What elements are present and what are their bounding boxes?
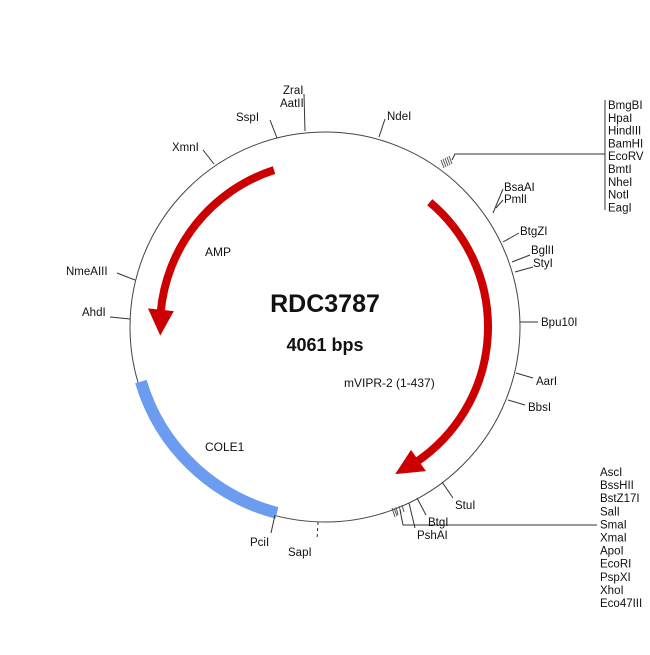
site-pmli: PmlI	[504, 194, 527, 206]
mcs-bottom-site: Eco47III	[600, 598, 642, 610]
site-btgzi: BtgZI	[520, 226, 547, 238]
site-sspi: SspI	[236, 112, 259, 124]
site-pshai: PshAI	[417, 530, 448, 542]
mcs-top-site: HindIII	[608, 126, 641, 138]
amp-arrow-body	[156, 166, 276, 313]
mcs-bottom-site: EcoRI	[600, 559, 631, 571]
mcs-top-site: NheI	[608, 177, 632, 189]
mcs-bottom-site: SmaI	[600, 519, 627, 531]
mcs-bottom-site: ApoI	[600, 546, 624, 558]
cole1-label: COLE1	[205, 440, 245, 454]
mcs-bottom-site: XmaI	[600, 533, 627, 545]
mcs-top-site: EcoRV	[608, 151, 644, 163]
mvipr-label: mVIPR-2 (1-437)	[344, 376, 435, 390]
site-sapi: SapI	[288, 547, 312, 559]
site-btgi: BtgI	[428, 517, 448, 529]
site-stui: StuI	[455, 500, 475, 512]
mcs-top-site: BamHI	[608, 138, 643, 150]
site-bglii: BglII	[531, 245, 554, 257]
mcs-top-site: HpaI	[608, 113, 632, 125]
site-ticks	[109, 93, 606, 541]
site-styi: StyI	[533, 258, 553, 270]
site-bbsi: BbsI	[528, 402, 551, 414]
site-pcii: PciI	[250, 537, 269, 549]
mcs-top-site: EagI	[608, 202, 632, 214]
site-aari: AarI	[536, 376, 557, 388]
mcs-top-site: BmgBI	[608, 100, 643, 112]
mcs-top-site: NotI	[608, 190, 629, 202]
amp-arrow-head	[147, 308, 174, 336]
site-bsaai: BsaAI	[504, 182, 535, 194]
plasmid-size: 4061 bps	[286, 335, 363, 355]
mcs-top-site: BmtI	[608, 164, 632, 176]
mcs-bottom-site: BstZ17I	[600, 493, 640, 505]
mcs-bottom-site: SalI	[600, 506, 620, 518]
site-ndei: NdeI	[387, 111, 411, 123]
site-zrai: ZraI	[283, 85, 303, 97]
plasmid-backbone	[129, 131, 521, 523]
mvipr-arrow-body	[413, 199, 492, 466]
amp-label: AMP	[205, 245, 231, 259]
site-xmni: XmnI	[172, 142, 199, 154]
cole1-feature	[135, 379, 279, 519]
mcs-bottom-site: PspXI	[600, 572, 631, 584]
mcs-top-list: BmgBIHpaIHindIIIBamHIEcoRVBmtINheINotIEa…	[608, 100, 644, 214]
plasmid-name: RDC3787	[270, 290, 380, 318]
mcs-bottom-site: XhoI	[600, 585, 624, 597]
site-nmeaiii: NmeAIII	[66, 266, 108, 278]
site-bpu10i: Bpu10I	[541, 317, 577, 329]
mcs-bottom-site: BssHII	[600, 480, 634, 492]
site-ahdi: AhdI	[82, 307, 106, 319]
mcs-bottom-site: AscI	[600, 467, 622, 479]
mvipr-arrow-head	[395, 449, 426, 475]
site-aatii: AatII	[280, 98, 304, 110]
